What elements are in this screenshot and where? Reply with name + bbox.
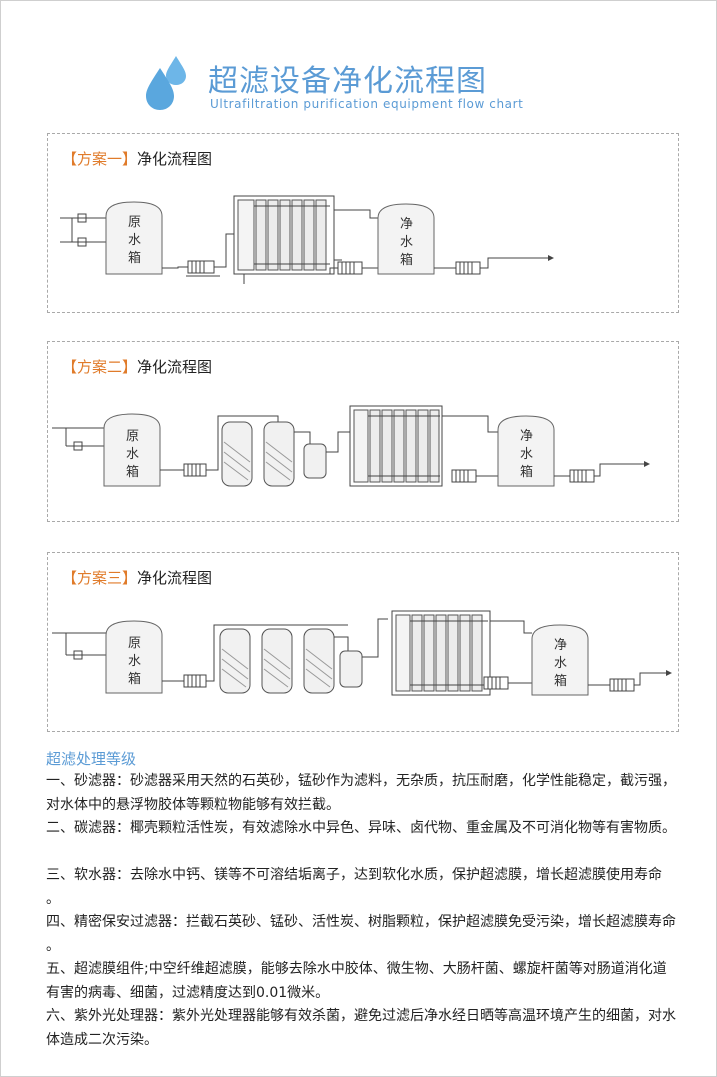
- desc-carbon-filter: 二、碳滤器：椰壳颗粒活性炭，有效滤除水中异色、异味、卤代物、重金属及不可消化物等…: [46, 820, 676, 836]
- uf-pump: [337, 261, 363, 275]
- clean-water-tank: 净 水 箱: [497, 415, 555, 487]
- svg-text:原: 原: [128, 215, 141, 230]
- desc-softener: 三、软水器：去除水中钙、镁等不可溶结垢离子，达到软化水质，保护超滤膜，增长超滤膜…: [46, 867, 662, 907]
- svg-text:净: 净: [520, 429, 533, 444]
- outlet-pump: [455, 261, 481, 275]
- precision-filter: [303, 443, 327, 479]
- scheme-1-diagram: 原 水 箱: [60, 195, 554, 284]
- svg-text:水: 水: [128, 233, 141, 248]
- raw-water-pump: [183, 674, 207, 688]
- water-drops-logo: [146, 56, 186, 110]
- svg-text:水: 水: [128, 654, 141, 669]
- inlet-valves: [52, 427, 104, 451]
- outlet-pump: [569, 469, 595, 483]
- clean-water-tank: 净 水 箱: [531, 624, 589, 696]
- raw-water-tank: 原 水 箱: [105, 620, 163, 694]
- carbon-filter: [263, 421, 295, 487]
- ultrafiltration-unit: [349, 405, 443, 487]
- svg-text:水: 水: [126, 447, 139, 462]
- section-heading: 超滤处理等级: [46, 750, 137, 768]
- svg-text:箱: 箱: [554, 673, 567, 689]
- sand-filter: [221, 421, 253, 487]
- scheme-1-panel: 【方案一】净化流程图 原 水 箱: [47, 133, 679, 313]
- desc-uf-membrane: 五、超滤膜组件;中空纤维超滤膜，能够去除水中胶体、微生物、大肠杆菌、螺旋杆菌等对…: [46, 961, 667, 1001]
- svg-text:箱: 箱: [126, 464, 139, 480]
- ultrafiltration-unit: [391, 610, 491, 696]
- svg-text:水: 水: [554, 656, 567, 671]
- clean-water-tank: 净 水 箱: [377, 203, 435, 275]
- inlet-valves: [60, 213, 106, 247]
- scheme-2-title: 【方案二】净化流程图: [62, 358, 213, 376]
- sand-filter: [219, 628, 251, 694]
- inlet-valves: [52, 632, 106, 660]
- desc-uv-sterilizer: 六、紫外光处理器：紫外光处理器能够有效杀菌，避免过滤后净水经日晒等高温环境产生的…: [46, 1008, 676, 1048]
- page-subtitle: Ultrafiltration purification equipment f…: [210, 97, 524, 111]
- raw-water-pump: [183, 463, 207, 477]
- precision-filter: [339, 650, 363, 688]
- desc-sand-filter: 一、砂滤器：砂滤器采用天然的石英砂，锰砂作为滤料，无杂质，抗压耐磨，化学性能稳定…: [46, 773, 676, 813]
- softener: [303, 628, 335, 694]
- raw-water-tank: 原 水 箱: [105, 201, 163, 275]
- svg-text:箱: 箱: [128, 671, 141, 687]
- outlet-pump: [609, 678, 635, 692]
- raw-water-pump: [187, 260, 215, 274]
- uf-pump: [483, 676, 509, 690]
- svg-text:箱: 箱: [128, 250, 141, 266]
- svg-text:水: 水: [400, 235, 413, 250]
- scheme-3-diagram: 原 水 箱: [52, 610, 672, 696]
- carbon-filter: [261, 628, 293, 694]
- svg-text:箱: 箱: [520, 464, 533, 480]
- svg-text:箱: 箱: [400, 252, 413, 268]
- desc-precision-filter: 四、精密保安过滤器：拦截石英砂、锰砂、活性炭、树脂颗粒，保护超滤膜免受污染，增长…: [46, 914, 676, 954]
- scheme-2-diagram: 原 水 箱: [52, 405, 650, 487]
- svg-text:原: 原: [128, 636, 141, 651]
- scheme-2-panel: 【方案二】净化流程图 原 水 箱: [47, 341, 679, 522]
- ultrafiltration-unit: [233, 195, 335, 275]
- svg-text:净: 净: [554, 638, 567, 653]
- svg-text:净: 净: [400, 217, 413, 232]
- scheme-3-panel: 【方案三】净化流程图 原 水 箱: [47, 552, 679, 732]
- raw-water-tank: 原 水 箱: [103, 413, 161, 487]
- uf-pump: [451, 469, 477, 483]
- svg-text:水: 水: [520, 447, 533, 462]
- scheme-1-title: 【方案一】净化流程图: [62, 150, 213, 168]
- page-title: 超滤设备净化流程图: [208, 64, 487, 99]
- scheme-3-title: 【方案三】净化流程图: [62, 569, 213, 587]
- svg-text:原: 原: [126, 429, 139, 444]
